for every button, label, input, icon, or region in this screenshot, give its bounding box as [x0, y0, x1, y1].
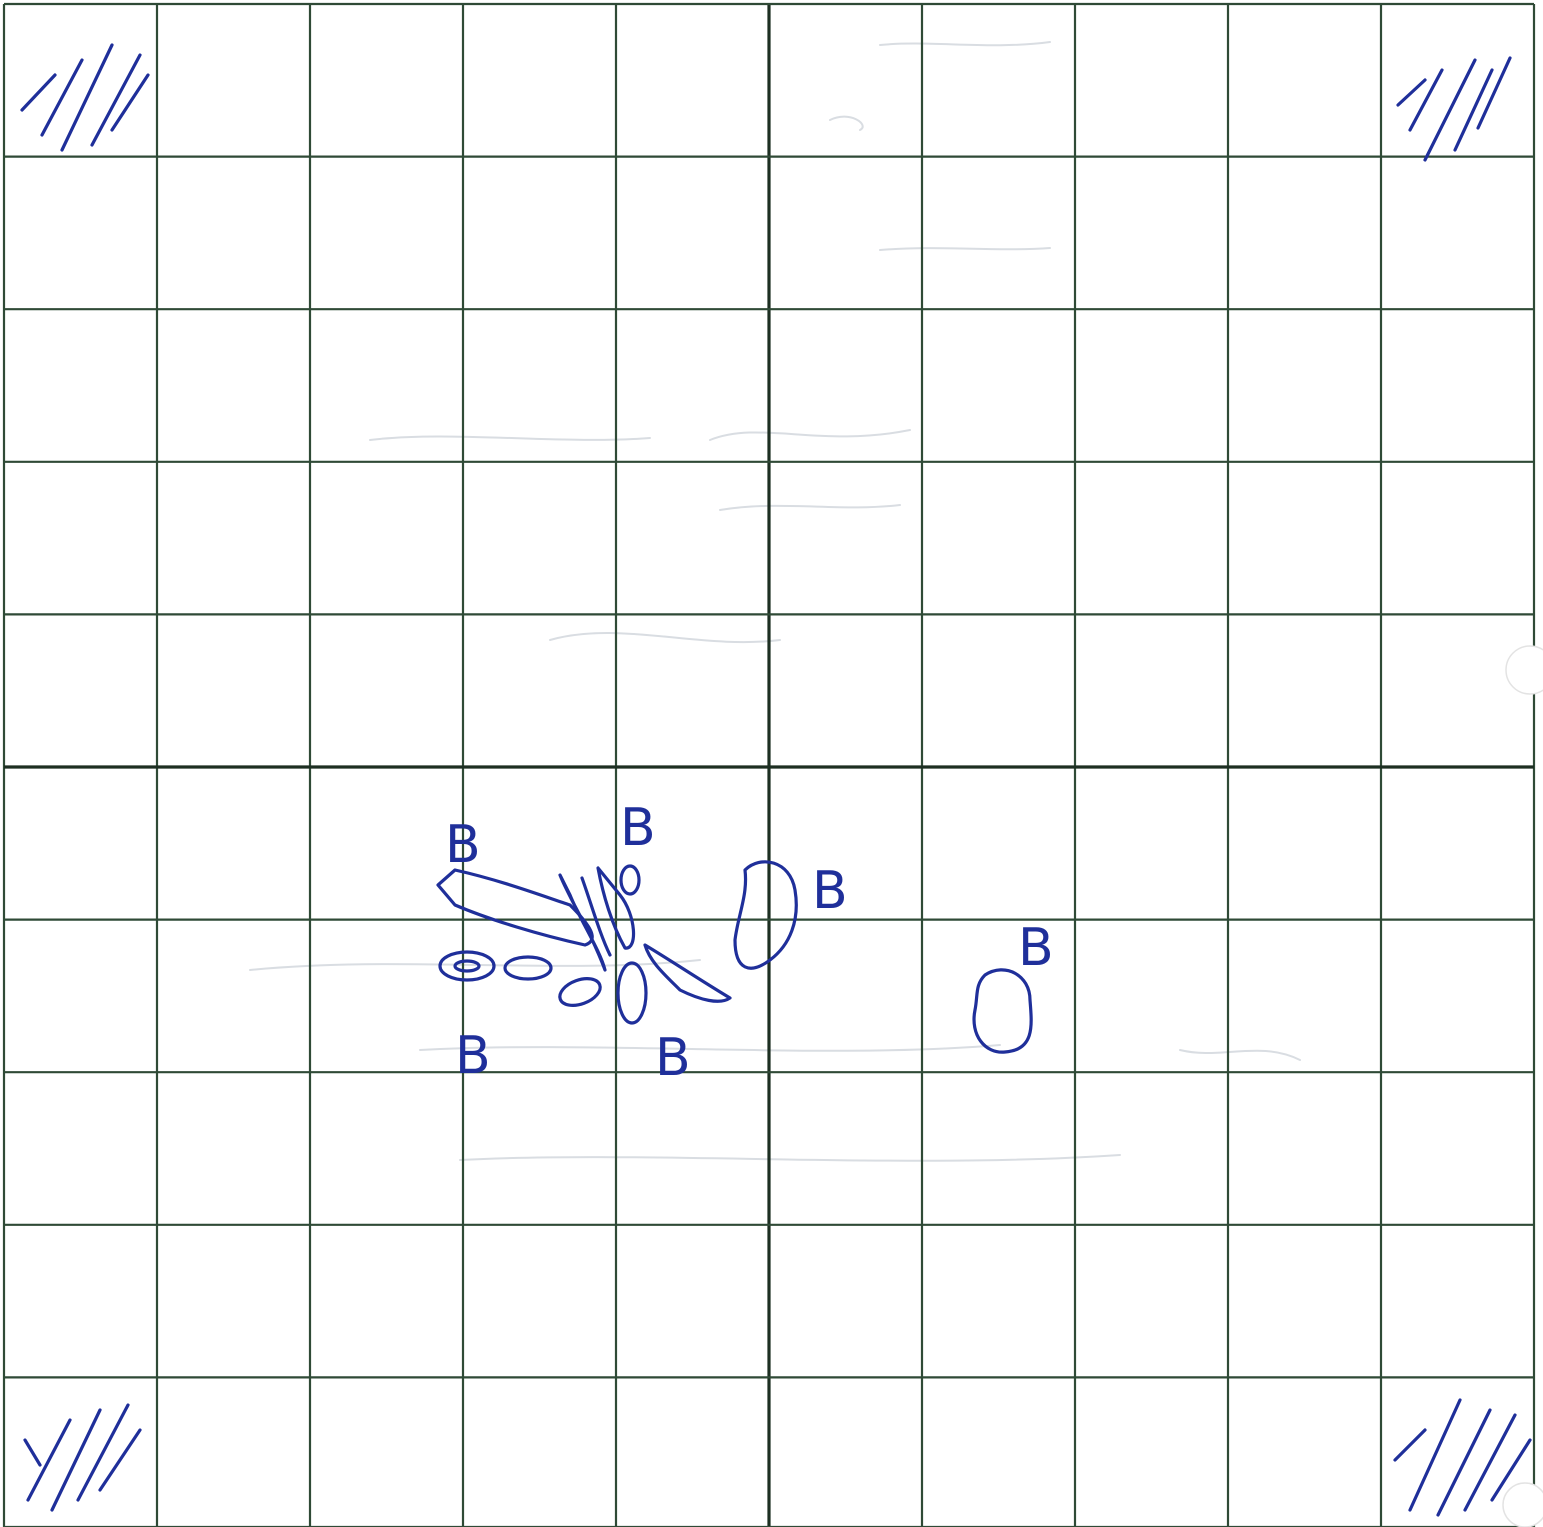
label-b: B [1018, 918, 1054, 978]
label-b: B [620, 798, 656, 858]
label-b: B [455, 1026, 491, 1086]
label-b: B [812, 861, 848, 921]
punch-hole [1503, 1483, 1543, 1527]
label-b: B [445, 815, 481, 875]
label-b: B [655, 1028, 691, 1088]
